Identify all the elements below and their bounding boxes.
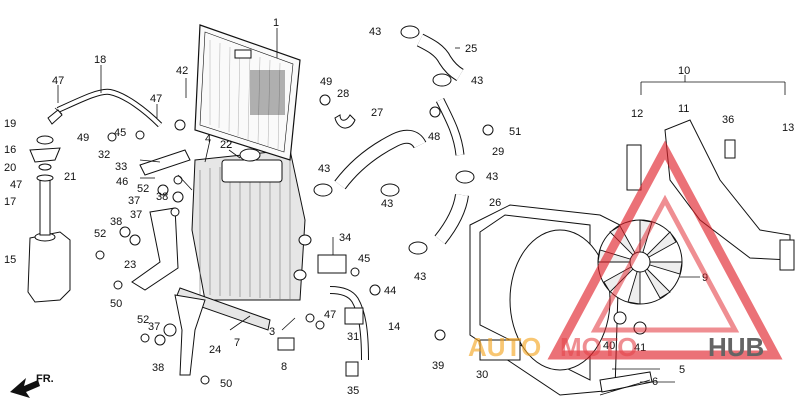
callout-30: 30	[476, 369, 488, 381]
watermark-moto: MOTO	[560, 332, 638, 362]
callout-43f: 43	[414, 271, 426, 283]
callout-28: 28	[337, 88, 349, 100]
callout-22: 22	[220, 139, 232, 151]
callout-26: 26	[489, 197, 501, 209]
callout-37a: 37	[128, 195, 140, 207]
callout-52b: 52	[137, 183, 149, 195]
callout-51: 51	[509, 126, 521, 138]
watermark-logo: AUTO MOTO HUB	[468, 140, 783, 362]
callout-52c: 52	[137, 314, 149, 326]
callout-33: 33	[115, 161, 127, 173]
callout-47b: 47	[150, 93, 162, 105]
callout-43c: 43	[318, 163, 330, 175]
callout-43a: 43	[369, 26, 381, 38]
callout-50b: 50	[220, 378, 232, 390]
callout-42: 42	[176, 65, 188, 77]
callout-18: 18	[94, 54, 106, 66]
callout-47d: 47	[324, 309, 336, 321]
radiator-core	[191, 148, 312, 301]
callout-43b: 43	[471, 75, 483, 87]
callout-25: 25	[465, 43, 477, 55]
watermark-hub: HUB	[708, 332, 764, 362]
callout-5: 5	[679, 364, 685, 376]
callout-44: 44	[384, 285, 396, 297]
callout-38b: 38	[156, 191, 168, 203]
callout-32: 32	[98, 149, 110, 161]
callout-8: 8	[281, 361, 287, 373]
lower-rail	[175, 287, 271, 331]
callout-15: 15	[4, 254, 16, 266]
callout-12: 12	[631, 108, 643, 120]
callout-10: 10	[678, 65, 690, 77]
callout-50a: 50	[110, 298, 122, 310]
callout-19: 19	[4, 118, 16, 130]
overflow-tube	[56, 88, 163, 128]
callout-34: 34	[339, 232, 351, 244]
callout-37b: 37	[130, 209, 142, 221]
callout-24: 24	[209, 344, 221, 356]
callout-49a: 49	[320, 76, 332, 88]
hose-clamps	[277, 25, 494, 377]
callout-43e: 43	[486, 171, 498, 183]
callout-23: 23	[124, 259, 136, 271]
callout-20: 20	[4, 162, 16, 174]
callout-6: 6	[652, 376, 658, 388]
callout-35: 35	[347, 385, 359, 397]
cooling-fan	[597, 219, 683, 305]
callout-3: 3	[269, 326, 275, 338]
watermark-auto: AUTO	[468, 332, 541, 362]
leader-lines	[54, 28, 786, 383]
callout-45a: 45	[114, 127, 126, 139]
front-arrow-icon	[10, 378, 40, 398]
fan-motor-bracket	[599, 119, 795, 396]
callout-2: 2	[226, 139, 232, 151]
callout-47c: 47	[10, 179, 22, 191]
callout-39: 39	[432, 360, 444, 372]
callout-14: 14	[388, 321, 400, 333]
callout-43d: 43	[381, 198, 393, 210]
mount-brackets	[95, 119, 210, 385]
callout-7: 7	[234, 337, 240, 349]
callout-49b: 49	[77, 132, 89, 144]
callout-11: 11	[678, 103, 689, 115]
reserve-tank	[27, 135, 71, 303]
front-direction-indicator: FR.	[10, 373, 54, 398]
callout-17: 17	[4, 196, 16, 208]
radiator-screen	[194, 24, 301, 161]
callout-38c: 38	[152, 362, 164, 374]
callout-45b: 45	[358, 253, 370, 265]
callout-40: 40	[603, 340, 615, 352]
callout-38a: 38	[110, 216, 122, 228]
front-label: FR.	[36, 373, 54, 385]
callout-27: 27	[371, 107, 383, 119]
callout-16: 16	[4, 144, 16, 156]
callout-21: 21	[64, 171, 76, 183]
callout-37c: 37	[148, 321, 160, 333]
callout-47a: 47	[52, 75, 64, 87]
callout-13: 13	[782, 122, 794, 134]
callout-52a: 52	[94, 228, 106, 240]
callout-46: 46	[116, 176, 128, 188]
callout-48: 48	[428, 131, 440, 143]
callout-1: 1	[273, 17, 279, 29]
callout-36: 36	[722, 114, 734, 126]
callout-29: 29	[492, 146, 504, 158]
callout-labels: 1 2 3 4 5 6 7 8 9 10 11 12 13 14 15 16 1…	[4, 17, 794, 397]
callout-31: 31	[347, 331, 359, 343]
callout-4: 4	[205, 133, 211, 145]
